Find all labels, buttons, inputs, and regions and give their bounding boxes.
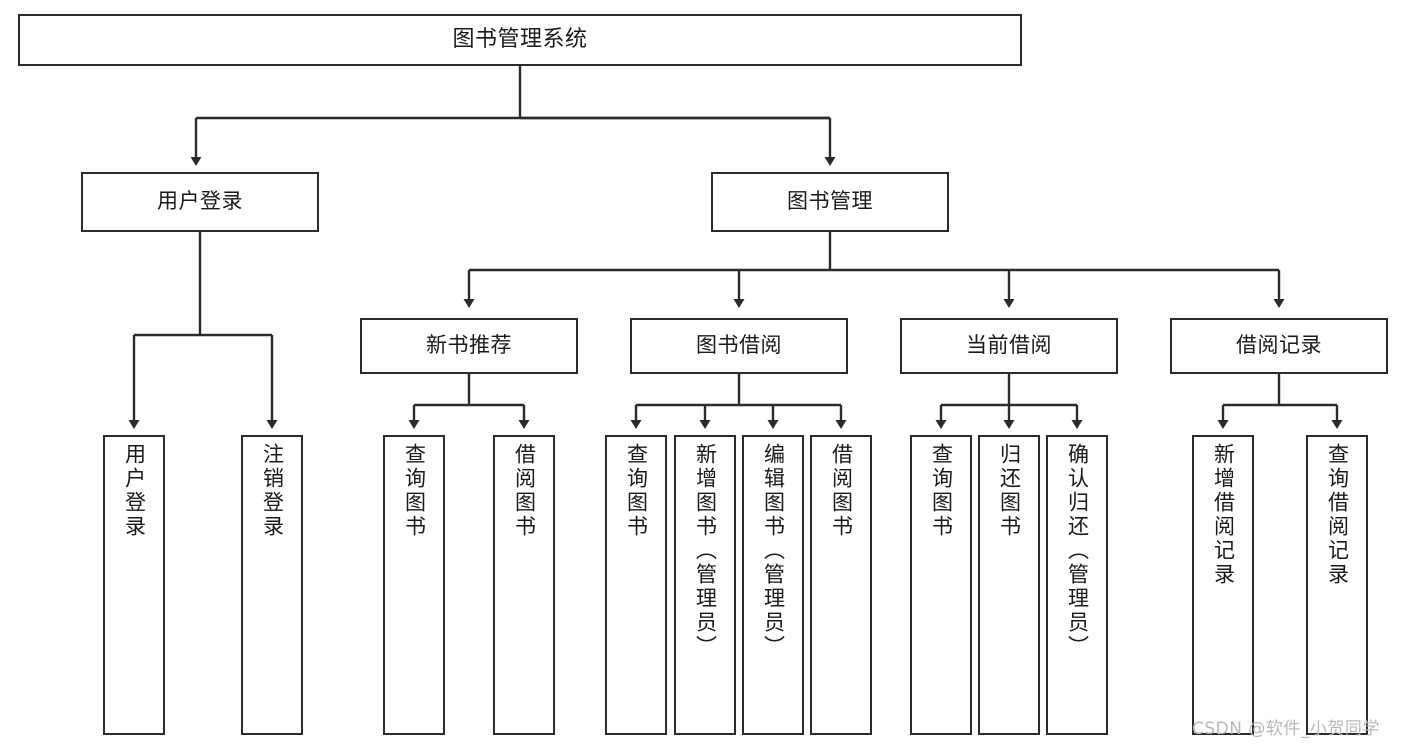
node-label: 编辑图书（管理员）: [761, 443, 786, 659]
leaf-book-borrow-add-book-admin[interactable]: 新增图书（管理员）: [674, 435, 736, 735]
leaf-current-borrow-query-book[interactable]: 查询图书: [910, 435, 972, 735]
node-label: 确认归还（管理员）: [1065, 443, 1090, 659]
node-label: 新书推荐: [426, 333, 512, 358]
node-label: 查询图书: [929, 443, 954, 539]
node-label: 查询图书: [624, 443, 649, 539]
node-label: 归还图书: [997, 443, 1022, 539]
csdn-watermark: CSDN @软件_小贺同学: [1192, 719, 1380, 739]
node-label: 借阅记录: [1236, 333, 1322, 358]
leaf-current-borrow-return-book[interactable]: 归还图书: [978, 435, 1040, 735]
node-label: 图书管理系统: [452, 26, 588, 52]
node-label: 当前借阅: [966, 333, 1052, 358]
leaf-user-login-login[interactable]: 用户登录: [103, 435, 165, 735]
leaf-borrow-record-query-record[interactable]: 查询借阅记录: [1306, 435, 1368, 735]
node-label: 借阅图书: [512, 443, 537, 539]
leaf-book-borrow-edit-book-admin[interactable]: 编辑图书（管理员）: [742, 435, 804, 735]
node-label: 新增借阅记录: [1211, 443, 1236, 587]
node-label: 新增图书（管理员）: [693, 443, 718, 659]
node-book-borrow[interactable]: 图书借阅: [630, 318, 848, 374]
node-user-login[interactable]: 用户登录: [81, 172, 319, 232]
node-book-management[interactable]: 图书管理: [711, 172, 949, 232]
leaf-book-borrow-borrow-book[interactable]: 借阅图书: [810, 435, 872, 735]
leaf-borrow-record-add-record[interactable]: 新增借阅记录: [1192, 435, 1254, 735]
node-label: 查询借阅记录: [1325, 443, 1350, 587]
leaf-book-borrow-query-book[interactable]: 查询图书: [605, 435, 667, 735]
node-label: 图书借阅: [696, 333, 782, 358]
node-label: 用户登录: [157, 189, 243, 214]
leaf-user-login-logout[interactable]: 注销登录: [241, 435, 303, 735]
node-current-borrow[interactable]: 当前借阅: [900, 318, 1118, 374]
node-new-book-recommend[interactable]: 新书推荐: [360, 318, 578, 374]
leaf-new-book-query-book[interactable]: 查询图书: [383, 435, 445, 735]
node-label: 查询图书: [402, 443, 427, 539]
leaf-current-borrow-confirm-return-admin[interactable]: 确认归还（管理员）: [1046, 435, 1108, 735]
node-root-book-management-system[interactable]: 图书管理系统: [18, 14, 1022, 66]
node-borrow-record[interactable]: 借阅记录: [1170, 318, 1388, 374]
node-label: 借阅图书: [829, 443, 854, 539]
node-label: 注销登录: [260, 443, 285, 539]
node-label: 用户登录: [122, 443, 147, 539]
node-label: 图书管理: [787, 189, 873, 214]
leaf-new-book-borrow-book[interactable]: 借阅图书: [493, 435, 555, 735]
